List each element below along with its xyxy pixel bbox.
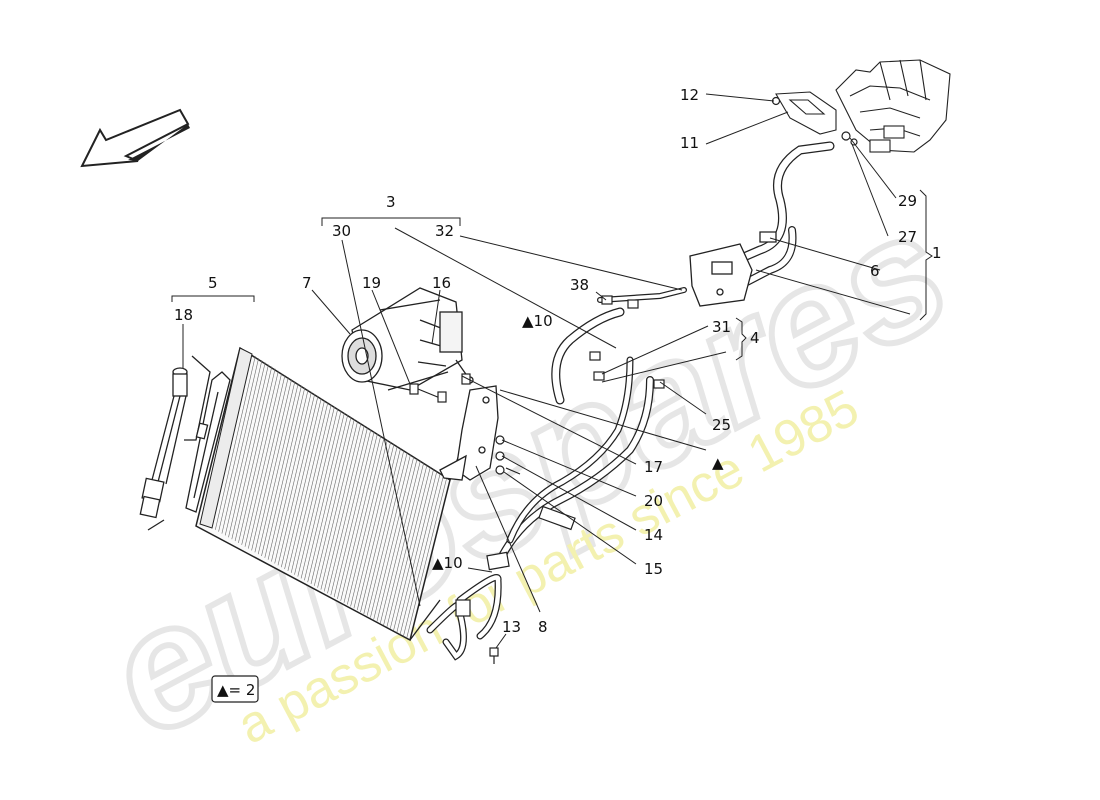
condenser-fin: [290, 404, 332, 573]
condenser-fin: [337, 433, 378, 600]
callout-1: 1: [932, 244, 942, 262]
condenser-fin: [376, 458, 418, 622]
condenser-fin: [257, 383, 299, 555]
callout-25: 25: [712, 416, 731, 434]
condenser-fin: [261, 385, 302, 557]
condenser-fin: [215, 356, 256, 530]
callout-19: 19: [362, 274, 381, 292]
condenser-fin: [218, 358, 259, 532]
condenser-fin: [333, 431, 375, 598]
condenser-fin: [304, 412, 345, 581]
condenser-fin: [320, 423, 362, 590]
direction-arrow-icon: [80, 108, 190, 168]
callout-32: 32: [435, 222, 454, 240]
callout-4: 4: [750, 329, 760, 347]
condenser-fin: [403, 475, 444, 637]
condenser-fin: [251, 379, 292, 551]
condenser-fin: [314, 419, 355, 586]
condenser-fin: [406, 477, 447, 639]
condenser-fin: [281, 398, 322, 568]
callout-20: 20: [644, 492, 663, 510]
callout-8: 8: [538, 618, 548, 636]
condenser-fin: [399, 473, 441, 635]
callout-14: 14: [644, 526, 663, 544]
callout-29: 29: [898, 192, 917, 210]
condenser-fin: [297, 408, 339, 577]
callout-17: 17: [644, 458, 663, 476]
callout-16: 16: [432, 274, 451, 292]
condenser-fin: [360, 448, 401, 613]
legend-box: ▲= 2: [211, 675, 259, 703]
condenser-fin: [228, 364, 269, 538]
callout-7: 7: [302, 274, 312, 292]
callout-18: 18: [174, 306, 193, 324]
evaporator-housing: [775, 59, 951, 153]
callout-13: 13: [502, 618, 521, 636]
condenser-fin: [370, 454, 411, 618]
condenser-fin: [353, 444, 395, 609]
condenser-fin: [231, 366, 273, 540]
condenser-fin: [393, 469, 434, 631]
callout-10-bottom: ▲10: [432, 554, 463, 572]
condenser-fin: [267, 389, 309, 560]
callout-38: 38: [570, 276, 589, 294]
condenser-fin: [248, 377, 289, 549]
callout-12: 12: [680, 86, 699, 104]
condenser: [195, 346, 461, 642]
condenser-fin: [383, 463, 424, 626]
condenser-fin: [277, 395, 319, 566]
condenser-fin: [254, 381, 296, 553]
callout-15: 15: [644, 560, 663, 578]
condenser-fin: [356, 446, 398, 611]
condenser-fin: [350, 442, 391, 607]
condenser-fin: [396, 471, 438, 633]
condenser-fin: [366, 452, 408, 616]
condenser-fin: [340, 435, 381, 601]
condenser-fin: [241, 372, 282, 545]
condenser-fin: [343, 437, 385, 603]
legend-text: ▲= 2: [217, 681, 255, 699]
condenser-fin: [287, 402, 329, 572]
callout-triangle: ▲: [712, 454, 724, 472]
condenser-fin: [221, 360, 263, 534]
fasteners: [409, 373, 521, 664]
manifold-block: [689, 231, 777, 307]
callout-10-top: ▲10: [522, 312, 553, 330]
condenser-fin: [284, 400, 325, 570]
receiver-drier: [139, 355, 211, 531]
compressor: [341, 287, 474, 391]
condenser-fin: [330, 429, 372, 596]
condenser-fin: [310, 416, 352, 585]
callout-6: 6: [870, 262, 880, 280]
condenser-fin: [300, 410, 342, 579]
pipe-clamps: [455, 295, 665, 617]
condenser-fin: [294, 406, 335, 575]
filter-cartridge: [185, 371, 231, 513]
condenser-fin: [244, 374, 286, 547]
condenser-fin: [274, 393, 315, 564]
callout-11: 11: [680, 134, 699, 152]
callout-27: 27: [898, 228, 917, 246]
condenser-fin: [323, 425, 365, 592]
condenser-fin: [234, 368, 276, 542]
callout-30: 30: [332, 222, 351, 240]
condenser-fin: [380, 461, 421, 624]
condenser-fin: [224, 362, 266, 536]
callout-31: 31: [712, 318, 731, 336]
leader-lines: [171, 93, 933, 649]
condenser-fin: [238, 370, 279, 544]
condenser-fin: [327, 427, 368, 594]
condenser-fin: [271, 391, 312, 562]
condenser-fin: [347, 440, 388, 605]
condenser-fin: [307, 414, 348, 583]
condenser-fin: [264, 387, 306, 558]
condenser-fin: [317, 421, 358, 588]
condenser-fin: [373, 456, 414, 620]
condenser-fin: [389, 467, 431, 629]
callout-3: 3: [386, 193, 396, 211]
callout-labels: 12 11 29 27 1 6 3 30 32 7 19 16 5 18 38 …: [174, 86, 942, 636]
condenser-fin: [363, 450, 405, 614]
callout-5: 5: [208, 274, 218, 292]
